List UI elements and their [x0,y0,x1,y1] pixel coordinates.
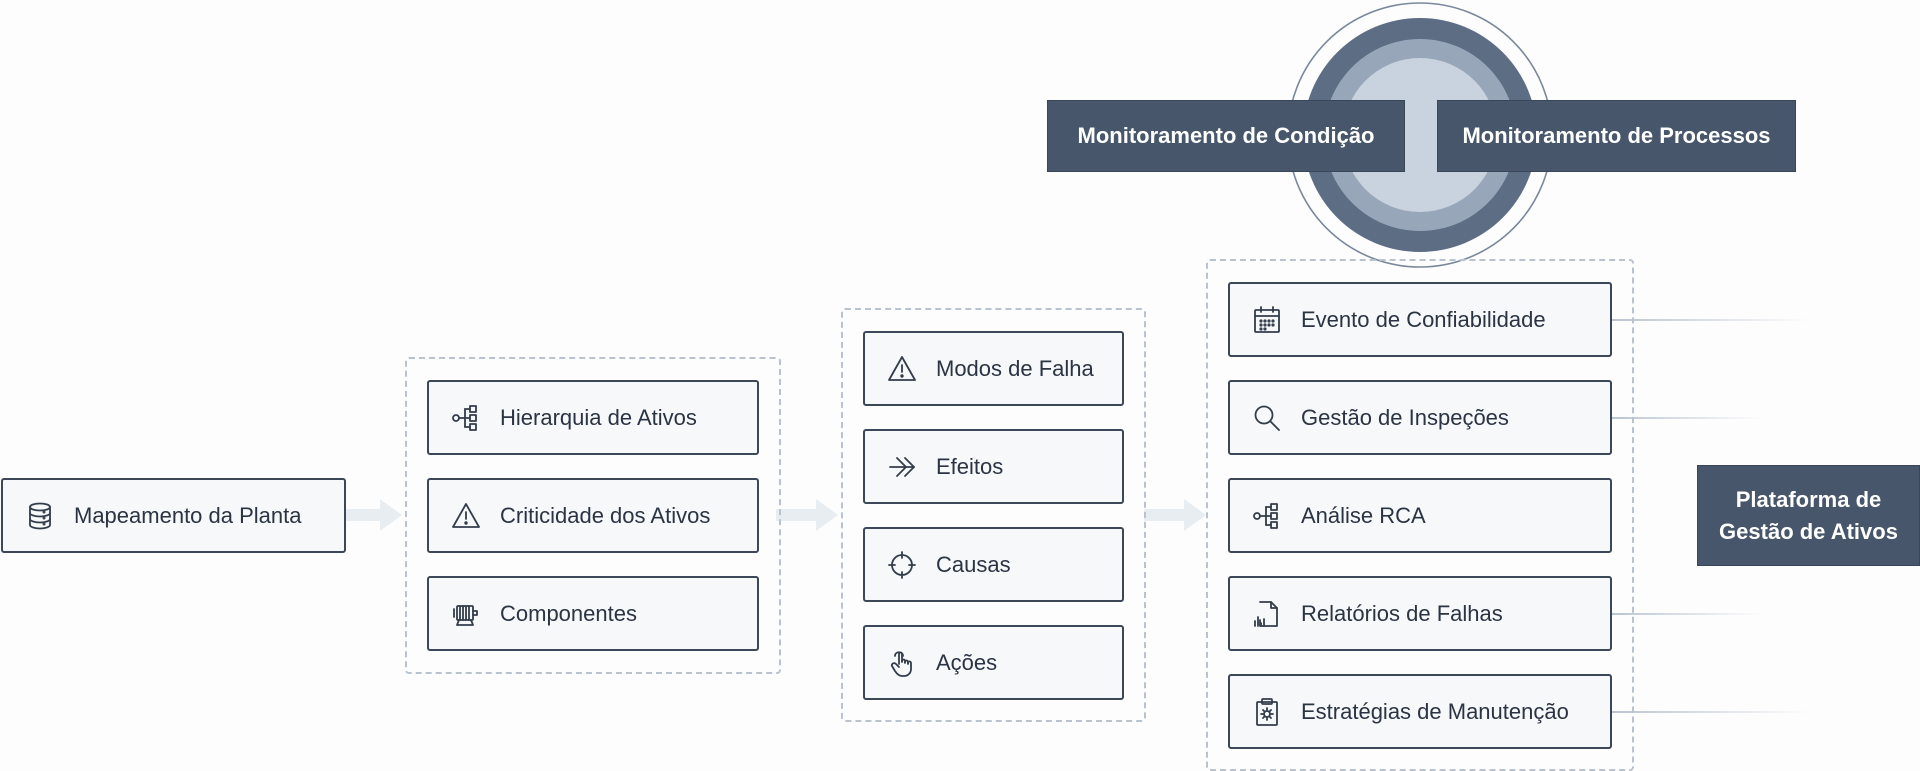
card-label: Estratégias de Manutenção [1301,698,1569,724]
flow-arrow-1 [340,499,402,531]
card-label: Gestão de Inspeções [1301,404,1509,430]
card-label: Mapeamento da Planta [74,502,302,528]
card-hierarquia-ativos[interactable]: Hierarquia de Ativos [427,380,759,455]
card-label: Componentes [500,600,637,626]
card-analise-rca[interactable]: Análise RCA [1228,478,1612,553]
monitoramento-condicao-box: Monitoramento de Condição [1047,100,1405,172]
card-label: Ações [936,649,998,675]
database-icon [23,499,57,533]
calendar-icon [1250,303,1284,337]
motor-icon [449,597,483,631]
crosshair-icon [885,548,919,582]
flow-arrow-2 [776,499,838,531]
card-label: Efeitos [936,453,1004,479]
group-confiabilidade [1206,259,1634,771]
plataforma-label-line1: Plataforma de [1735,486,1882,512]
hierarchy-icon [449,401,483,435]
plataforma-gestao-ativos-box: Plataforma de Gestão de Ativos [1697,465,1920,566]
platform-connectors [1610,319,1810,713]
card-relatorios-falhas[interactable]: Relatórios de Falhas [1228,576,1612,651]
monitoramento-condicao-label: Monitoramento de Condição [1077,123,1375,148]
card-efeitos[interactable]: Efeitos [863,429,1124,504]
arrow-right-icon [885,450,919,484]
warning-icon [885,352,919,386]
card-estrategias-manutencao[interactable]: Estratégias de Manutenção [1228,674,1612,749]
card-label: Hierarquia de Ativos [500,404,697,430]
clipboard-gear-icon [1250,695,1284,729]
plataforma-label-line2: Gestão de Ativos [1719,518,1898,544]
group-falhas [841,308,1146,722]
flow-arrow-3 [1144,499,1206,531]
card-gestao-inspecoes[interactable]: Gestão de Inspeções [1228,380,1612,455]
card-causas[interactable]: Causas [863,527,1124,602]
card-label: Criticidade dos Ativos [500,502,711,528]
monitoramento-processos-box: Monitoramento de Processos [1437,100,1796,172]
card-label: Evento de Confiabilidade [1301,306,1546,332]
card-label: Causas [936,551,1011,577]
card-label: Modos de Falha [936,355,1094,381]
card-componentes[interactable]: Componentes [427,576,759,651]
card-mapeamento-planta[interactable]: Mapeamento da Planta [1,478,346,553]
group-ativos [405,357,781,674]
monitoramento-processos-label: Monitoramento de Processos [1462,123,1771,148]
card-modos-falha[interactable]: Modos de Falha [863,331,1124,406]
hand-pointer-icon [885,646,919,680]
report-icon [1250,597,1284,631]
card-label: Análise RCA [1301,502,1426,528]
card-acoes[interactable]: Ações [863,625,1124,700]
card-label: Relatórios de Falhas [1301,600,1503,626]
search-icon [1250,401,1284,435]
card-criticidade-ativos[interactable]: Criticidade dos Ativos [427,478,759,553]
warning-icon [449,499,483,533]
hierarchy-icon [1250,499,1284,533]
card-evento-confiabilidade[interactable]: Evento de Confiabilidade [1228,282,1612,357]
